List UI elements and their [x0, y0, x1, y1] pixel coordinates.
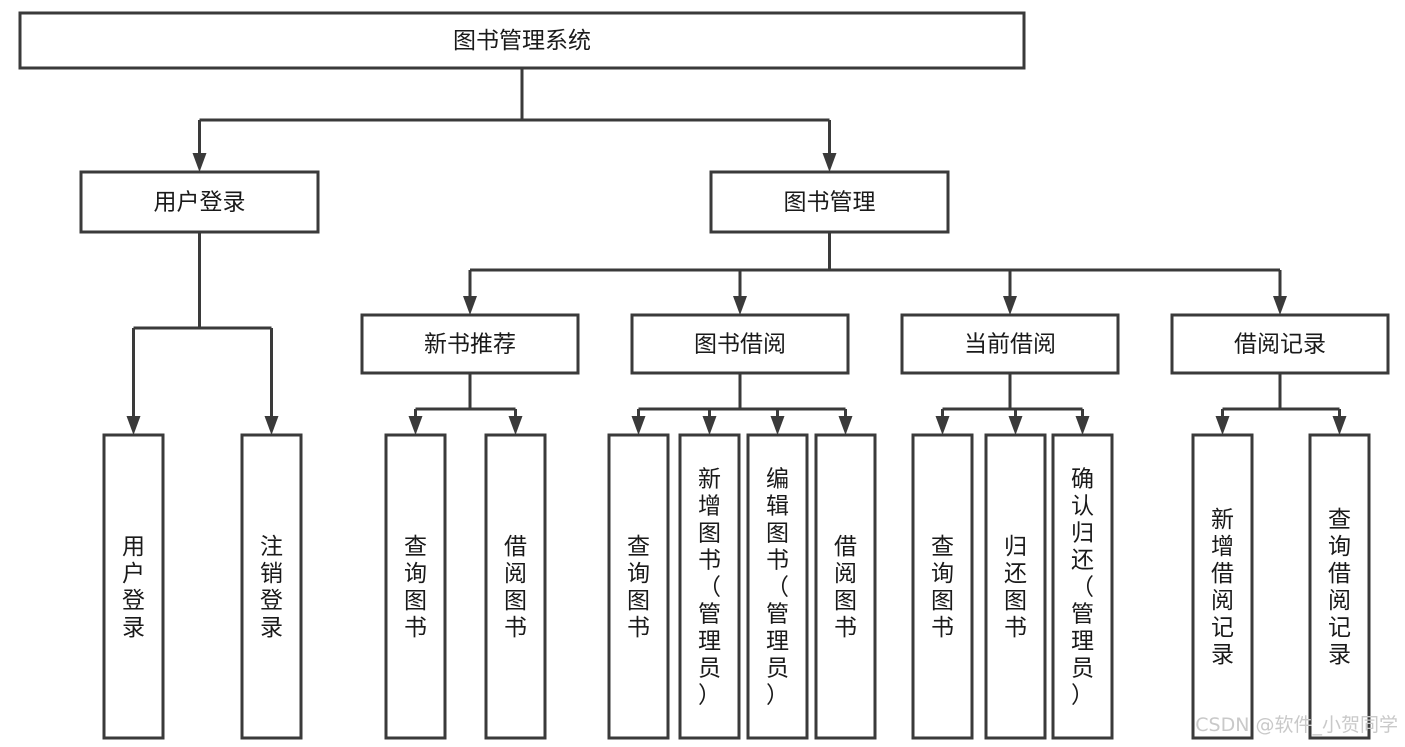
node-new-book-borrow[interactable]: 借阅图书 [484, 433, 547, 740]
node-label-book-borrow-edit: 编辑图书（管理员） [766, 467, 789, 709]
node-label-user-login: 用户登录 [154, 190, 246, 216]
node-book-borrow-query[interactable]: 查询图书 [607, 433, 670, 740]
arrow-icon-book-borrow-lend [838, 416, 853, 435]
node-current-borrow-return[interactable]: 归还图书 [984, 433, 1047, 740]
csdn-watermark: CSDN @软件_小贺同学 [1195, 714, 1398, 736]
node-label-new-book-query: 查询图书 [404, 534, 427, 641]
node-book-borrow-lend[interactable]: 借阅图书 [814, 433, 877, 740]
node-box-user-login [79, 170, 320, 234]
node-label-borrow-record-add: 新增借阅记录 [1211, 507, 1234, 668]
connectors-layer [126, 68, 1347, 435]
node-box-new-book-query [384, 433, 447, 740]
node-label-borrow-record-query: 查询借阅记录 [1328, 507, 1351, 668]
node-label-current-borrow-query: 查询图书 [931, 534, 954, 641]
arrow-icon-current-borrow-return [1008, 416, 1023, 435]
node-label-book-borrow: 图书借阅 [694, 332, 786, 358]
node-box-current-borrow-confirm [1051, 433, 1114, 740]
arrow-icon-borrow-record-query [1332, 416, 1347, 435]
node-new-book-recommend[interactable]: 新书推荐 [360, 313, 580, 375]
node-user-login[interactable]: 用户登录 [79, 170, 320, 234]
node-box-book-borrow-lend [814, 433, 877, 740]
arrow-icon-new-book-query [408, 416, 423, 435]
node-label-root: 图书管理系统 [453, 28, 591, 54]
node-user-login-login[interactable]: 用户登录 [102, 433, 165, 740]
arrow-icon-current-borrow-query [935, 416, 950, 435]
node-current-borrow-confirm[interactable]: 确认归还（管理员） [1051, 433, 1114, 740]
node-borrow-record-add[interactable]: 新增借阅记录 [1191, 433, 1254, 740]
arrow-icon-user-login-logout [264, 416, 279, 435]
arrow-icon-new-book-recommend [463, 296, 477, 315]
arrow-icon-current-borrow-confirm [1075, 416, 1090, 435]
arrow-icon-user-login [192, 153, 207, 172]
arrow-icon-book-borrow-add [702, 416, 717, 435]
node-label-new-book-borrow: 借阅图书 [504, 534, 527, 641]
arrow-icon-current-borrow [1003, 296, 1017, 315]
arrow-icon-new-book-borrow [508, 416, 523, 435]
node-box-book-borrow-add [678, 433, 741, 740]
node-box-book-borrow [630, 313, 850, 375]
node-box-current-borrow-query [911, 433, 974, 740]
node-box-current-borrow [900, 313, 1120, 375]
node-box-book-management [709, 170, 950, 234]
node-borrow-record[interactable]: 借阅记录 [1170, 313, 1390, 375]
nodes-layer: 图书管理系统用户登录用户登录注销登录图书管理新书推荐查询图书借阅图书图书借阅查询… [18, 11, 1390, 740]
node-box-new-book-recommend [360, 313, 580, 375]
node-label-book-borrow-query: 查询图书 [627, 534, 650, 641]
arrow-icon-book-borrow-edit [770, 416, 785, 435]
node-current-borrow[interactable]: 当前借阅 [900, 313, 1120, 375]
node-root[interactable]: 图书管理系统 [18, 11, 1026, 70]
node-current-borrow-query[interactable]: 查询图书 [911, 433, 974, 740]
node-box-borrow-record-query [1308, 433, 1371, 740]
node-label-book-borrow-lend: 借阅图书 [834, 534, 857, 641]
node-book-borrow-edit[interactable]: 编辑图书（管理员） [746, 433, 809, 740]
node-box-current-borrow-return [984, 433, 1047, 740]
arrow-icon-borrow-record-add [1215, 416, 1230, 435]
node-new-book-query[interactable]: 查询图书 [384, 433, 447, 740]
node-label-user-login-login: 用户登录 [122, 534, 145, 641]
arrow-icon-borrow-record [1273, 296, 1287, 315]
node-box-root [18, 11, 1026, 70]
node-borrow-record-query[interactable]: 查询借阅记录 [1308, 433, 1371, 740]
node-label-new-book-recommend: 新书推荐 [424, 332, 516, 358]
node-box-book-borrow-query [607, 433, 670, 740]
node-book-borrow-add[interactable]: 新增图书（管理员） [678, 433, 741, 740]
node-label-book-management: 图书管理 [784, 190, 876, 216]
node-box-new-book-borrow [484, 433, 547, 740]
node-user-login-logout[interactable]: 注销登录 [240, 433, 303, 740]
arrow-icon-book-management [822, 153, 837, 172]
arrow-icon-user-login-login [126, 416, 141, 435]
node-box-borrow-record [1170, 313, 1390, 375]
node-label-current-borrow: 当前借阅 [964, 332, 1056, 358]
node-book-borrow[interactable]: 图书借阅 [630, 313, 850, 375]
node-label-current-borrow-confirm: 确认归还（管理员） [1071, 467, 1094, 709]
node-label-book-borrow-add: 新增图书（管理员） [698, 467, 721, 709]
node-label-user-login-logout: 注销登录 [260, 534, 283, 641]
node-box-borrow-record-add [1191, 433, 1254, 740]
node-label-borrow-record: 借阅记录 [1234, 332, 1326, 358]
node-box-user-login-login [102, 433, 165, 740]
node-box-book-borrow-edit [746, 433, 809, 740]
arrow-icon-book-borrow [733, 296, 747, 315]
node-book-management[interactable]: 图书管理 [709, 170, 950, 234]
arrow-icon-book-borrow-query [631, 416, 646, 435]
node-label-current-borrow-return: 归还图书 [1004, 534, 1027, 641]
node-box-user-login-logout [240, 433, 303, 740]
